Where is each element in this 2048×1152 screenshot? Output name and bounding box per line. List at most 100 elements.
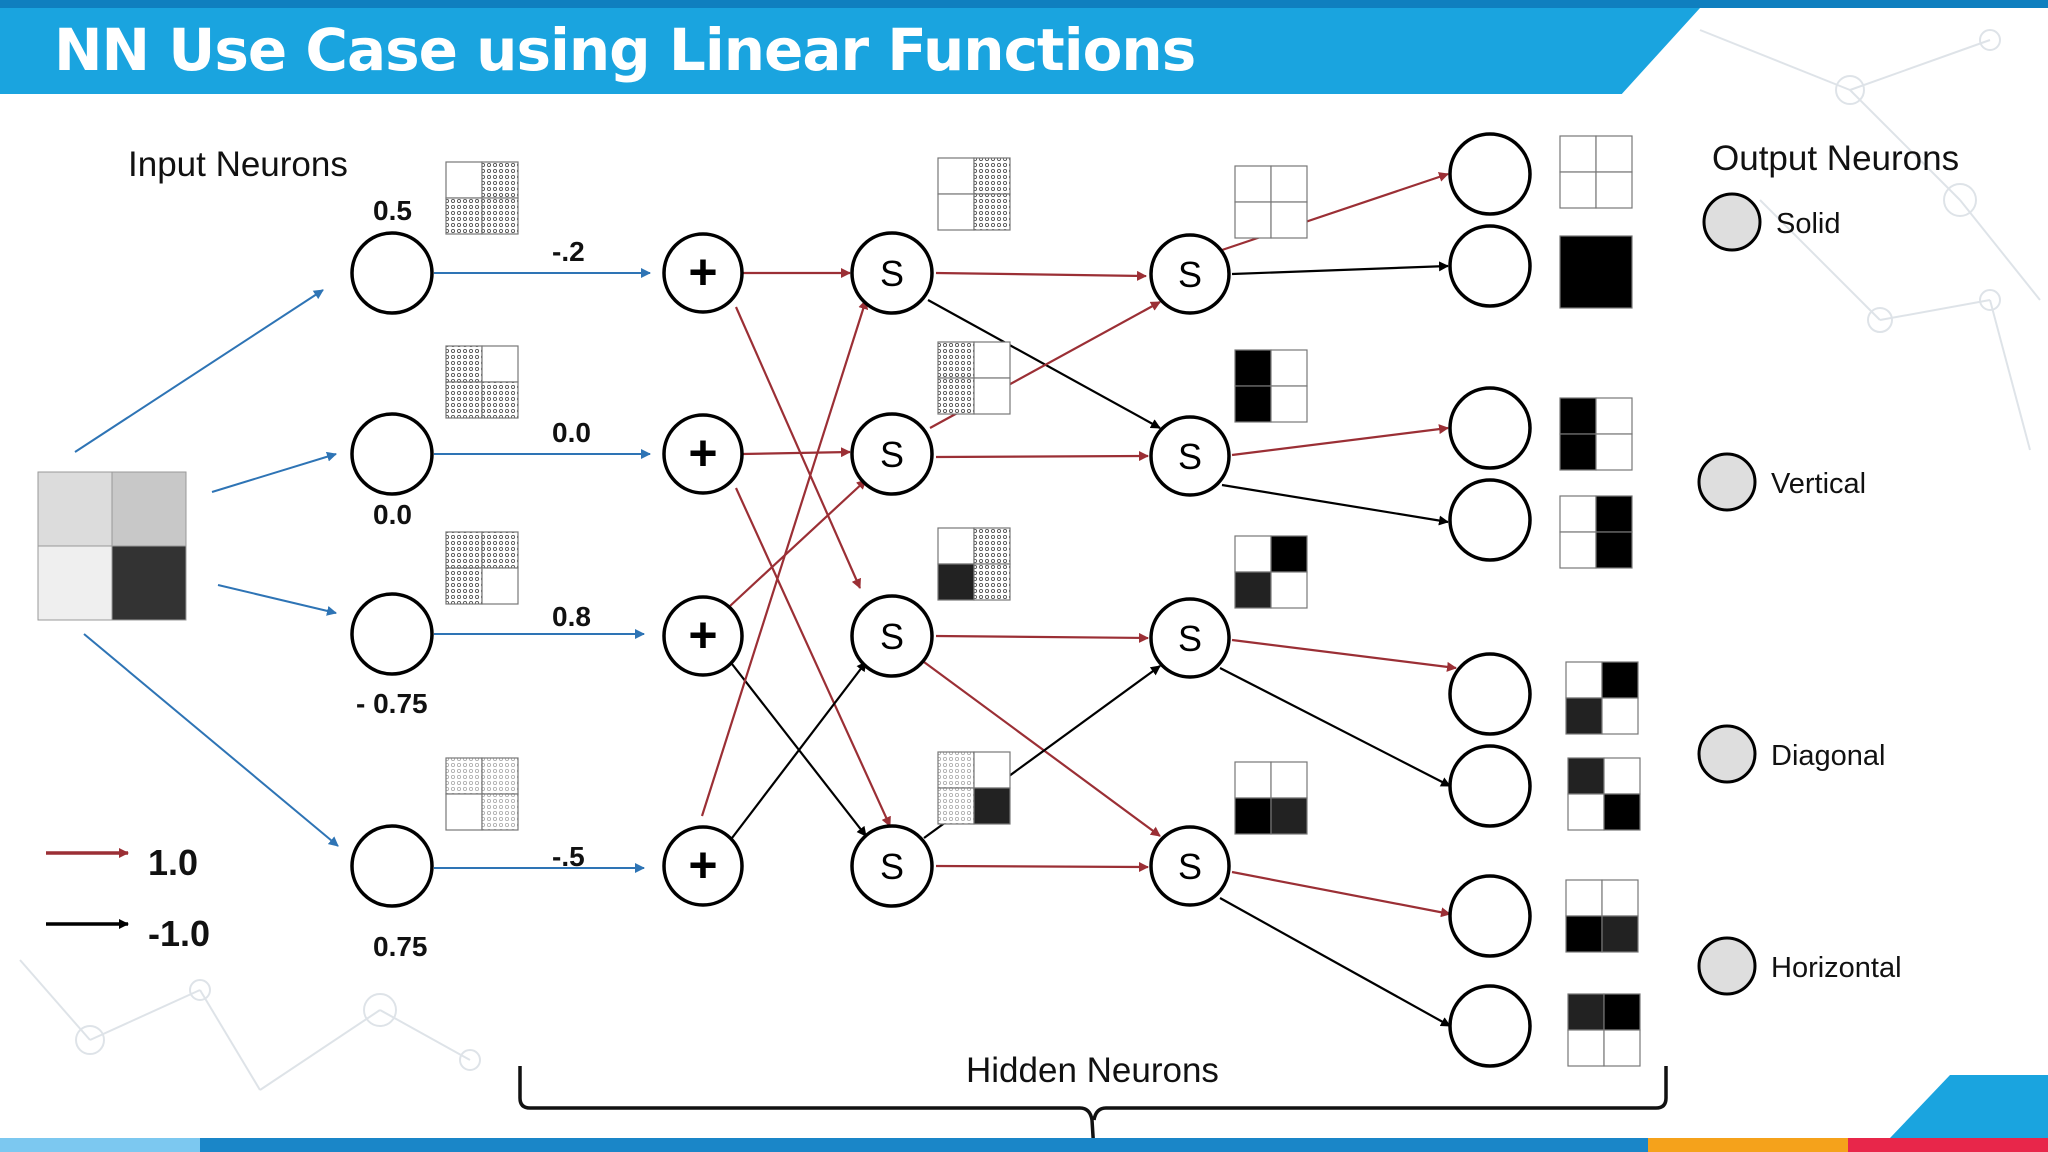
edge-negative	[1221, 483, 1449, 526]
edge-positive	[935, 861, 1149, 872]
edge-positive	[935, 270, 1147, 281]
pattern-thumb	[445, 161, 519, 235]
adder-symbol: +	[688, 244, 717, 300]
pattern-thumb	[1559, 235, 1633, 309]
adder-neuron: +	[662, 232, 744, 314]
pattern-thumb	[937, 157, 1011, 231]
pattern-thumb	[1567, 993, 1641, 1067]
hidden2-pattern-thumbnails	[1234, 165, 1308, 835]
input-value: 0.75	[373, 931, 428, 962]
pattern-thumb	[1559, 135, 1633, 209]
edge-weight: -.2	[552, 236, 585, 267]
sigmoid-neuron: S	[850, 824, 934, 908]
sigmoid-symbol: S	[1178, 618, 1202, 659]
adder-neuron: +	[662, 825, 744, 907]
pattern-thumb	[1565, 661, 1639, 735]
hidden-neurons-brace	[518, 1066, 1668, 1152]
pattern-thumb	[1234, 165, 1308, 239]
sigmoid-symbol: S	[1178, 846, 1202, 887]
class-label: Diagonal	[1771, 740, 1885, 772]
sigmoid-layer-2: S S S S	[1149, 233, 1231, 907]
hidden1-pattern-thumbnails	[937, 157, 1011, 825]
adder-neuron: +	[662, 595, 744, 677]
legend-positive-value: 1.0	[148, 842, 198, 883]
class-label: Solid	[1776, 208, 1841, 240]
edge-weights: -.2 0.0 0.8 -.5	[552, 236, 591, 872]
sigmoid-neuron: S	[850, 412, 934, 496]
pattern-thumb	[1234, 349, 1308, 423]
sigmoid-symbol: S	[880, 253, 904, 294]
class-label: Horizontal	[1771, 952, 1902, 984]
sigmoid-symbol: S	[1178, 436, 1202, 477]
output-neuron	[1448, 652, 1532, 736]
slide-title: NN Use Case using Linear Functions	[54, 16, 1196, 84]
pattern-thumb	[1559, 495, 1633, 569]
edge-positive	[1231, 424, 1449, 457]
input-neurons	[350, 231, 434, 908]
input-value: 0.5	[373, 195, 412, 226]
output-neurons-label: Output Neurons	[1712, 139, 1959, 178]
pattern-thumb	[445, 757, 519, 831]
input-neurons-label: Input Neurons	[128, 145, 348, 184]
edge-negative	[1231, 261, 1449, 276]
input-values: 0.5 0.0 - 0.75 0.75	[356, 195, 428, 962]
output-layer-neurons	[1448, 132, 1532, 1068]
output-neuron	[1448, 744, 1532, 828]
sigmoid-symbol: S	[1178, 254, 1202, 295]
sigmoid-neuron: S	[1149, 597, 1231, 679]
output-neuron	[1448, 478, 1532, 562]
class-marker	[1697, 724, 1757, 784]
network-edges	[700, 172, 1457, 1027]
sigmoid-neuron: S	[1149, 825, 1231, 907]
sigmoid-symbol: S	[880, 846, 904, 887]
input-neuron	[350, 412, 434, 496]
output-classes: Solid Vertical Diagonal Horizontal	[1697, 192, 1902, 996]
background-network-decoration	[19, 29, 2041, 1091]
sigmoid-symbol: S	[880, 434, 904, 475]
edge-positive	[923, 661, 1161, 837]
sigmoid-neuron: S	[850, 231, 934, 315]
pattern-thumb	[1559, 397, 1633, 471]
class-marker	[1697, 936, 1757, 996]
bottom-color-strips	[0, 1075, 2048, 1152]
pattern-thumb	[937, 527, 1011, 601]
pattern-thumb	[445, 345, 519, 419]
output-pattern-thumbnails	[1559, 135, 1641, 1067]
edge-weight: 0.0	[552, 417, 591, 448]
output-neuron	[1448, 386, 1532, 470]
sigmoid-neuron: S	[1149, 233, 1231, 315]
edge-negative	[1219, 667, 1451, 787]
edge-negative	[1219, 897, 1451, 1027]
edge-negative	[927, 299, 1161, 429]
edge-positive	[729, 479, 867, 607]
title-bar	[0, 8, 1700, 94]
class-marker	[1697, 452, 1757, 512]
output-neuron	[1448, 874, 1532, 958]
output-neuron	[1448, 132, 1532, 216]
legend-negative-value: -1.0	[148, 913, 210, 954]
sigmoid-symbol: S	[880, 616, 904, 657]
output-neuron	[1448, 224, 1532, 308]
adder-symbol: +	[688, 425, 717, 481]
adder-neurons: + + + +	[662, 232, 744, 907]
output-neuron	[1448, 984, 1532, 1068]
edge-positive	[935, 632, 1149, 643]
input-neuron	[350, 231, 434, 315]
pattern-thumb	[1565, 879, 1639, 953]
edge-weight: 0.8	[552, 601, 591, 632]
pattern-thumb	[1234, 761, 1308, 835]
input-edges	[74, 268, 651, 873]
edge-positive	[1231, 870, 1451, 918]
edge-positive	[1231, 638, 1457, 672]
pattern-thumb	[937, 341, 1011, 415]
class-marker	[1702, 192, 1762, 252]
pattern-thumb	[445, 531, 519, 605]
edge-positive	[700, 299, 869, 817]
pattern-thumb	[937, 751, 1011, 825]
input-value: - 0.75	[356, 688, 428, 719]
pattern-thumb	[1234, 535, 1308, 609]
adder-symbol: +	[688, 837, 717, 893]
input-neuron	[350, 592, 434, 676]
